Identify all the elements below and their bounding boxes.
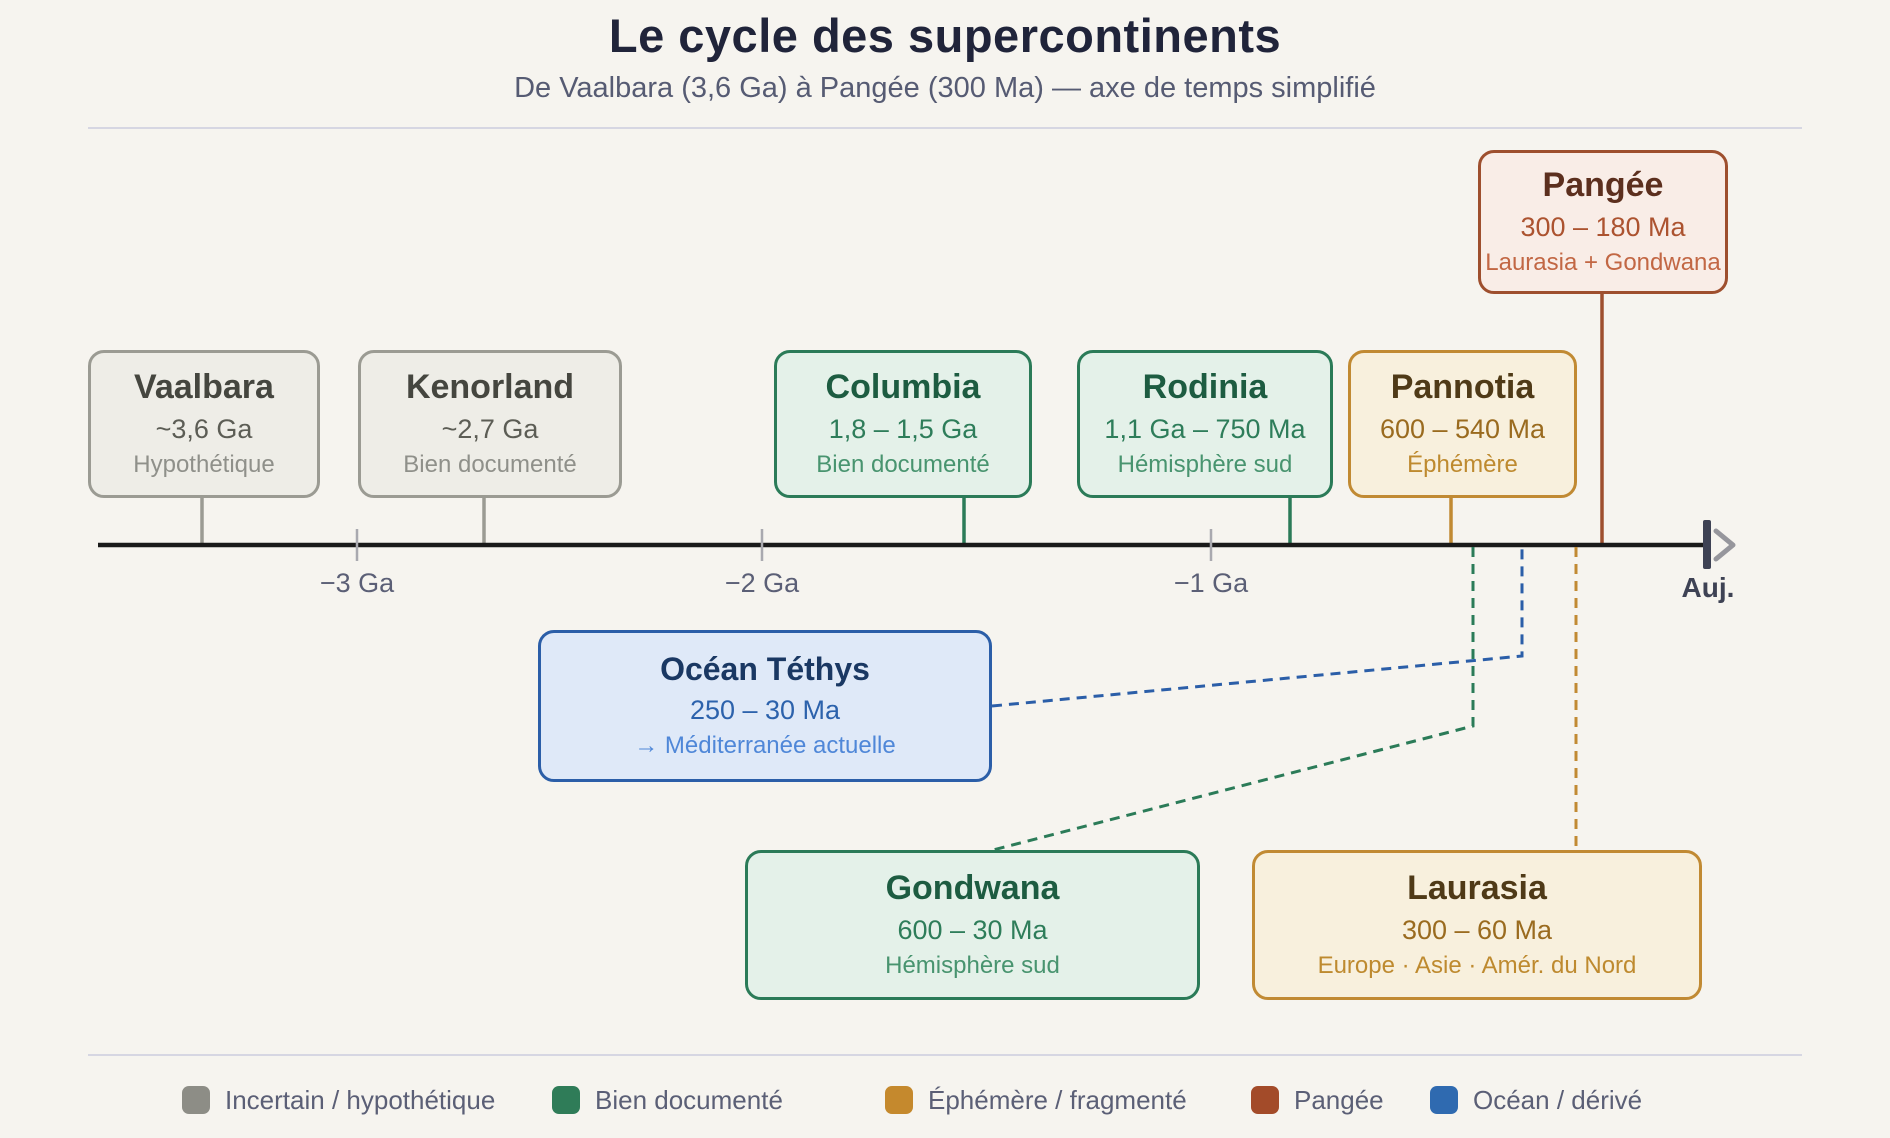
pannotia-box: Pannotia 600 – 540 Ma Éphémère <box>1348 350 1577 498</box>
tethys-title: Océan Téthys <box>660 651 870 688</box>
pangee-box: Pangée 300 – 180 Ma Laurasia + Gondwana <box>1478 150 1728 294</box>
columbia-period: 1,8 – 1,5 Ga <box>828 414 978 445</box>
legend-swatch-brick <box>1251 1086 1279 1114</box>
pannotia-period: 600 – 540 Ma <box>1379 414 1546 445</box>
legend-label: Bien documenté <box>595 1084 783 1115</box>
pannotia-title: Pannotia <box>1390 368 1535 407</box>
pangee-note: Laurasia + Gondwana <box>1485 249 1721 277</box>
columbia-note: Bien documenté <box>816 451 990 479</box>
legend-divider <box>88 1054 1802 1056</box>
columbia-title: Columbia <box>825 368 981 407</box>
pangee-period: 300 – 180 Ma <box>1520 212 1686 243</box>
page-subtitle: De Vaalbara (3,6 Ga) à Pangée (300 Ma) —… <box>514 72 1376 104</box>
kenorland-period: ~2,7 Ga <box>441 414 539 445</box>
tethys-dashed-line <box>991 547 1524 708</box>
header-divider <box>88 127 1802 129</box>
tethys-note: → Méditerranée actuelle <box>634 732 896 760</box>
laurasia-title: Laurasia <box>1407 869 1547 908</box>
pannotia-note: Éphémère <box>1407 451 1518 479</box>
axis-today-label: Auj. <box>1681 572 1735 603</box>
gondwana-dashed-line <box>992 547 1475 852</box>
legend-label: Incertain / hypothétique <box>225 1084 496 1115</box>
tick-label-minus-1ga: −1 Ga <box>1173 568 1249 598</box>
legend-item-pangee: Pangée <box>1251 1083 1384 1117</box>
legend-swatch-amber <box>885 1086 913 1114</box>
tick-label-minus-3ga: −3 Ga <box>319 568 395 598</box>
tick-label-minus-2ga: −2 Ga <box>724 568 800 598</box>
legend-swatch-gray <box>182 1086 210 1114</box>
legend-item-ocean: Océan / dérivé <box>1430 1083 1642 1117</box>
legend-swatch-blue <box>1430 1086 1458 1114</box>
tethys-box: Océan Téthys 250 – 30 Ma → Méditerranée … <box>538 630 992 782</box>
columbia-box: Columbia 1,8 – 1,5 Ga Bien documenté <box>774 350 1032 498</box>
laurasia-box: Laurasia 300 – 60 Ma Europe · Asie · Amé… <box>1252 850 1702 1000</box>
kenorland-note: Bien documenté <box>403 451 577 479</box>
pangee-title: Pangée <box>1542 166 1664 205</box>
vaalbara-box: Vaalbara ~3,6 Ga Hypothétique <box>88 350 320 498</box>
axis-arrow-icon <box>1713 528 1736 562</box>
vaalbara-title: Vaalbara <box>134 368 274 407</box>
tethys-period: 250 – 30 Ma <box>689 695 841 726</box>
gondwana-note: Hémisphère sud <box>885 952 1060 980</box>
gondwana-title: Gondwana <box>885 869 1060 908</box>
legend-item-uncertain: Incertain / hypothétique <box>182 1083 495 1117</box>
gondwana-box: Gondwana 600 – 30 Ma Hémisphère sud <box>745 850 1200 1000</box>
rodinia-title: Rodinia <box>1142 368 1268 407</box>
laurasia-note: Europe · Asie · Amér. du Nord <box>1317 952 1637 980</box>
legend-label: Éphémère / fragmenté <box>928 1084 1187 1115</box>
kenorland-box: Kenorland ~2,7 Ga Bien documenté <box>358 350 622 498</box>
gondwana-period: 600 – 30 Ma <box>897 915 1048 946</box>
vaalbara-period: ~3,6 Ga <box>155 414 253 445</box>
kenorland-title: Kenorland <box>405 368 575 407</box>
rodinia-note: Hémisphère sud <box>1117 451 1293 479</box>
legend-label: Pangée <box>1294 1084 1384 1115</box>
legend-item-documented: Bien documenté <box>552 1083 783 1117</box>
rodinia-period: 1,1 Ga – 750 Ma <box>1104 414 1306 445</box>
legend-label: Océan / dérivé <box>1473 1084 1643 1115</box>
legend-item-ephemeral: Éphémère / fragmenté <box>885 1083 1187 1117</box>
vaalbara-note: Hypothétique <box>133 451 275 479</box>
legend-swatch-green <box>552 1086 580 1114</box>
page-title: Le cycle des supercontinents <box>608 9 1282 62</box>
axis-today-bar <box>1703 520 1711 569</box>
rodinia-box: Rodinia 1,1 Ga – 750 Ma Hémisphère sud <box>1077 350 1333 498</box>
laurasia-period: 300 – 60 Ma <box>1401 915 1553 946</box>
